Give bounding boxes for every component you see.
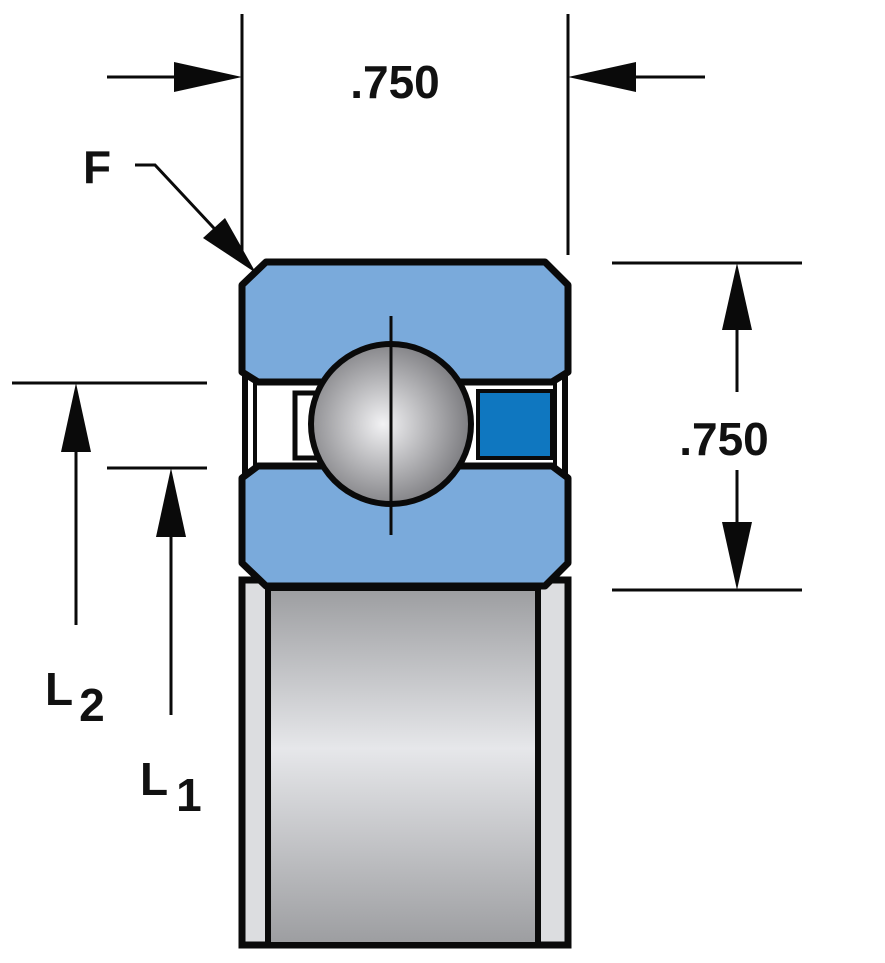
width-label: .750 bbox=[350, 56, 440, 108]
chamfer-leader bbox=[135, 163, 256, 273]
inner-body bbox=[238, 576, 572, 949]
seal bbox=[476, 389, 554, 460]
inner-ring bbox=[238, 462, 572, 590]
l1-letter: L bbox=[140, 753, 168, 805]
chamfer-label: F bbox=[83, 141, 111, 193]
height-label: .750 bbox=[679, 413, 769, 465]
outer-ring bbox=[238, 258, 572, 386]
height-dimension bbox=[612, 261, 802, 592]
l2-letter: L bbox=[45, 663, 73, 715]
l1-dimension bbox=[107, 466, 207, 715]
l1-subscript: 1 bbox=[176, 769, 202, 821]
l2-dimension bbox=[12, 381, 207, 625]
width-dimension bbox=[107, 14, 705, 258]
l2-subscript: 2 bbox=[79, 679, 105, 731]
